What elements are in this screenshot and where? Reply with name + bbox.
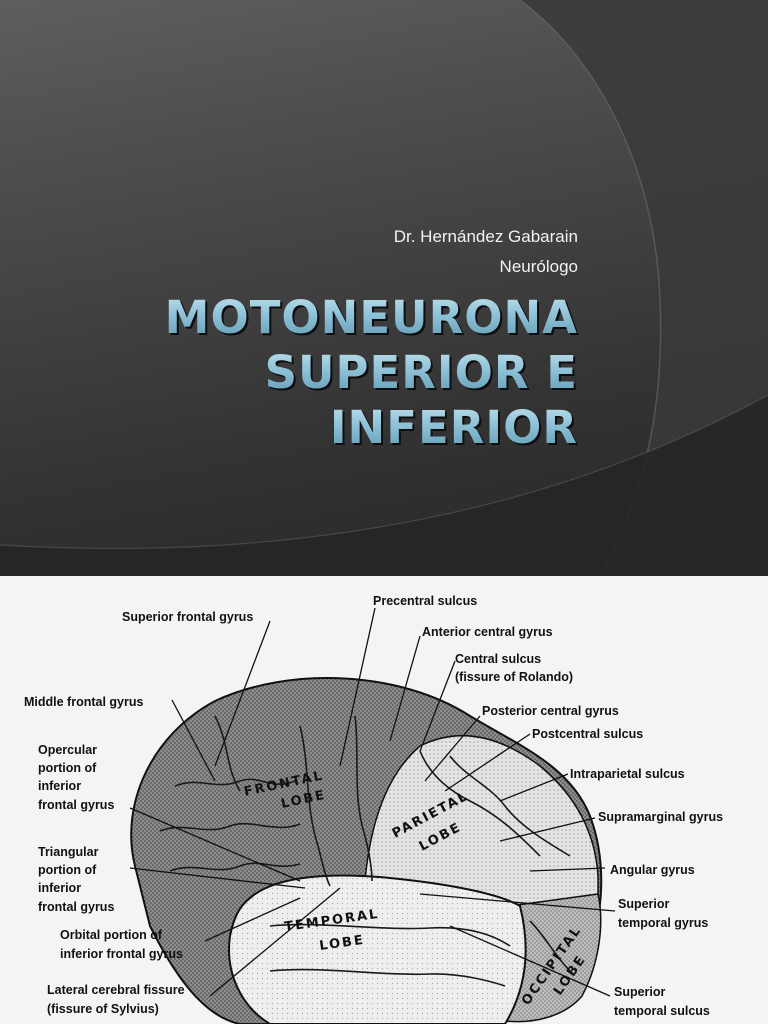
label-opercular-2: portion of [38, 761, 97, 775]
label-middle-frontal-gyrus: Middle frontal gyrus [24, 695, 144, 709]
label-postcentral-sulcus: Postcentral sulcus [532, 727, 643, 741]
brain-lateral-view-diagram: FRONTAL LOBE PARIETAL LOBE TEMPORAL LOBE… [0, 576, 768, 1024]
title-line-2: SUPERIOR E [165, 345, 578, 400]
label-orbital-2: inferior frontal gyrus [60, 947, 183, 961]
annotation-labels: Superior frontal gyrus Precentral sulcus… [24, 594, 723, 1018]
label-opercular-4: frontal gyrus [38, 798, 114, 812]
background-swoosh [0, 0, 768, 576]
label-opercular-3: inferior [38, 779, 81, 793]
author-role: Neurólogo [499, 257, 578, 276]
label-angular-gyrus: Angular gyrus [610, 863, 695, 877]
label-central-sulcus-1: Central sulcus [455, 652, 541, 666]
title-slide: Dr. Hernández Gabarain Neurólogo MOTONEU… [0, 0, 768, 576]
label-superior-temporal-gyrus-1: Superior [618, 897, 670, 911]
label-triangular-2: portion of [38, 863, 97, 877]
label-superior-frontal-gyrus: Superior frontal gyrus [122, 610, 253, 624]
temporal-lobe-label-2: LOBE [318, 933, 365, 954]
label-opercular-1: Opercular [38, 743, 97, 757]
label-supramarginal-gyrus: Supramarginal gyrus [598, 810, 723, 824]
title-line-3: INFERIOR [165, 400, 578, 455]
label-superior-temporal-sulcus-1: Superior [614, 985, 666, 999]
label-triangular-4: frontal gyrus [38, 900, 114, 914]
author-name: Dr. Hernández Gabarain [393, 227, 578, 246]
label-precentral-sulcus: Precentral sulcus [373, 594, 477, 608]
slide-title: MOTONEURONA SUPERIOR E INFERIOR [165, 290, 578, 455]
label-triangular-1: Triangular [38, 845, 99, 859]
label-lateral-fissure-1: Lateral cerebral fissure [47, 983, 185, 997]
label-superior-temporal-gyrus-2: temporal gyrus [618, 916, 708, 930]
label-lateral-fissure-2: (fissure of Sylvius) [47, 1002, 159, 1016]
author-block: Dr. Hernández Gabarain Neurólogo [394, 222, 578, 282]
label-triangular-3: inferior [38, 881, 81, 895]
label-superior-temporal-sulcus-2: temporal sulcus [614, 1004, 710, 1018]
brain-illustration: FRONTAL LOBE PARIETAL LOBE TEMPORAL LOBE… [24, 594, 723, 1024]
leader-lines [129, 607, 616, 997]
label-intraparietal-sulcus: Intraparietal sulcus [570, 767, 685, 781]
label-orbital-1: Orbital portion of [60, 928, 163, 942]
label-central-sulcus-2: (fissure of Rolando) [455, 670, 573, 684]
title-line-1: MOTONEURONA [164, 291, 578, 344]
label-posterior-central-gyrus: Posterior central gyrus [482, 704, 619, 718]
label-anterior-central-gyrus: Anterior central gyrus [422, 625, 553, 639]
temporal-lobe-region [228, 874, 527, 1024]
